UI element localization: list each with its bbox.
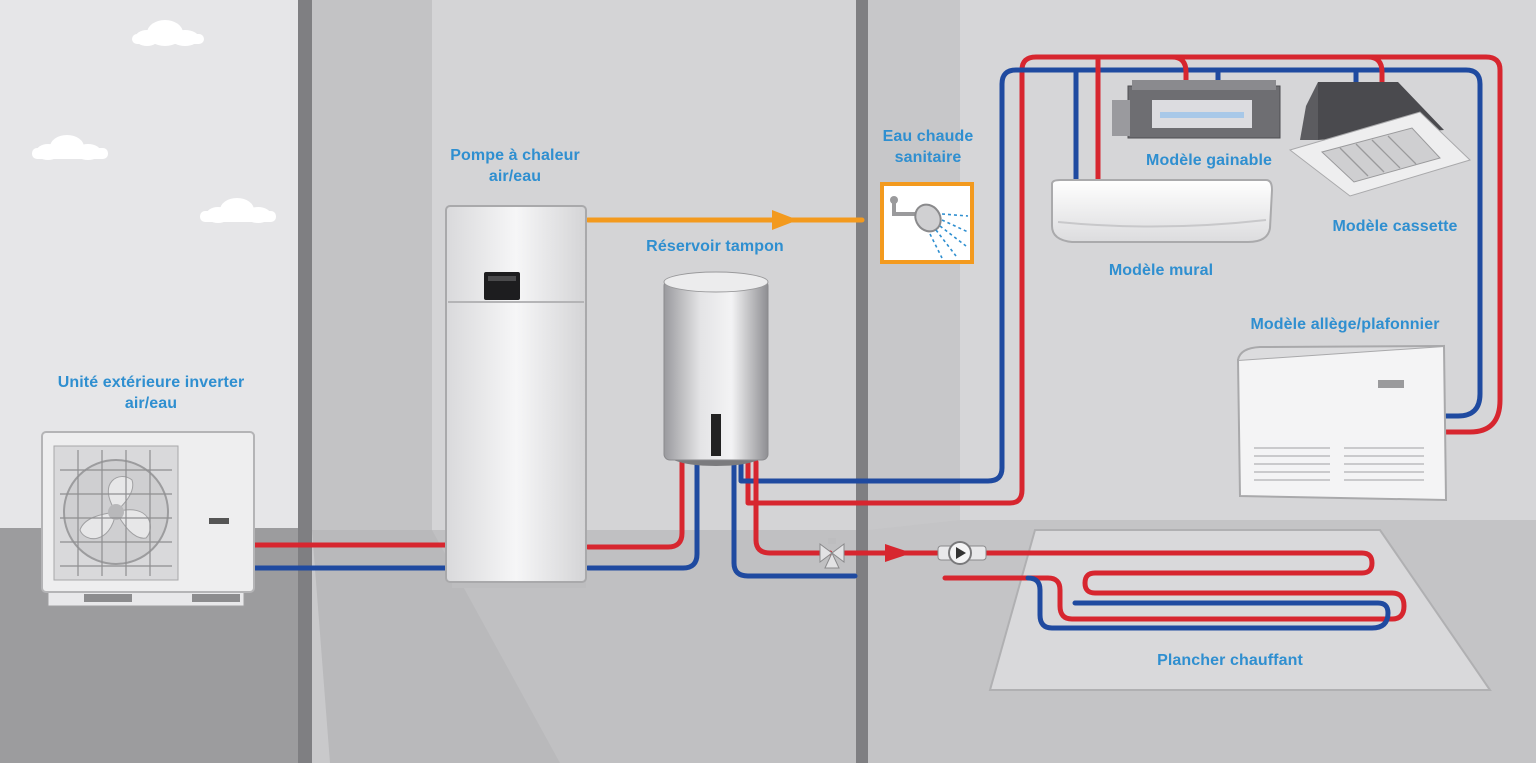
clouds — [32, 20, 276, 223]
hot-supply-pipe — [745, 54, 1503, 506]
valve-icon — [819, 538, 845, 569]
shower-icon — [890, 196, 969, 259]
pipes — [247, 54, 1503, 631]
hot-water-box — [880, 182, 974, 264]
heat-pump-unit — [445, 205, 587, 588]
outdoor-unit-label-line2: air/eau — [124, 395, 178, 412]
cold-pipe — [585, 459, 700, 571]
ducted-unit — [1112, 80, 1281, 139]
outdoor-unit — [41, 431, 255, 607]
hot-water-label-line1: Eau chaude — [882, 128, 974, 145]
heat-pump-label-line1: Pompe à chaleur — [450, 147, 580, 164]
cloud-icon — [132, 20, 204, 46]
hot-water-label-line2: sanitaire — [894, 149, 962, 166]
flow-arrow-icon — [885, 544, 912, 562]
outdoor-unit-label: Unité extérieure inverter air/eau — [40, 372, 262, 414]
cassette-label: Modèle cassette — [1332, 218, 1458, 235]
cloud-icon — [200, 198, 276, 223]
heat-pump-label-line2: air/eau — [488, 168, 542, 185]
floor-heating-coil — [942, 550, 1407, 622]
ceiling-floor-unit — [1236, 344, 1448, 502]
ducted-label: Modèle gainable — [1146, 152, 1272, 169]
buffer-tank-label: Réservoir tampon — [646, 238, 784, 255]
pump-icon — [937, 541, 987, 565]
fan-icon — [60, 450, 172, 576]
hot-pipe — [585, 459, 685, 550]
cloud-icon — [32, 135, 108, 160]
cold-return-pipe — [738, 67, 1483, 484]
floor-heating-pad — [988, 529, 1492, 691]
outdoor-unit-label-line1: Unité extérieure inverter — [57, 374, 245, 391]
floor-heating-coil-return — [1025, 575, 1391, 631]
buffer-tank — [663, 271, 769, 466]
heat-pump-label: Pompe à chaleur air/eau — [430, 145, 600, 187]
flow-arrow-icon — [772, 210, 798, 230]
floor-heating-label: Plancher chauffant — [1157, 652, 1303, 669]
wall-label: Modèle mural — [1108, 262, 1214, 279]
hot-water-label: Eau chaude sanitaire — [868, 126, 988, 168]
ceiling-floor-label: Modèle allège/plafonnier — [1250, 316, 1440, 333]
wall-unit — [1051, 179, 1274, 243]
cassette-unit — [1288, 82, 1471, 197]
